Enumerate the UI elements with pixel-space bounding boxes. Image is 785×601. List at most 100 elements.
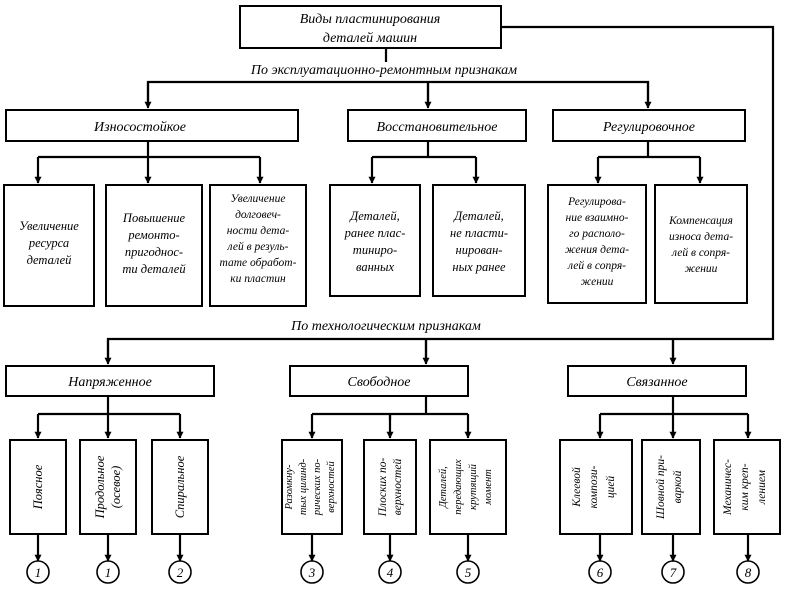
svg-text:варкой: варкой (671, 470, 684, 503)
root-node: Виды пластинирования деталей машин (239, 5, 502, 49)
svg-text:верхностей: верхностей (326, 460, 337, 512)
svg-text:ных ранее: ных ранее (452, 260, 506, 274)
svg-text:Клеевой: Клеевой (570, 467, 583, 508)
svg-text:жения дета-: жения дета- (565, 244, 629, 256)
reference-circle-6: 6 (588, 560, 612, 584)
svg-text:крутящий: крутящий (468, 463, 479, 509)
adjust-label: Регулировочное (602, 120, 695, 135)
svg-text:Поясное: Поясное (31, 464, 45, 510)
free-node: Свободное (289, 365, 469, 397)
stressed-node: Напряженное (5, 365, 215, 397)
svg-text:момент: момент (483, 469, 494, 506)
operational-header: По эксплуатационно-ремонтным признакам (250, 63, 517, 78)
restore-label: Восстановительное (377, 120, 498, 135)
reference-circle-7: 7 (661, 560, 685, 584)
adjust-children-connector (598, 141, 700, 159)
restore-child-2: Деталей, не пласти- нирован- ных ранее (432, 184, 526, 297)
adjust-node: Регулировочное (552, 109, 746, 142)
wear-node: Износостойкое (5, 109, 299, 142)
svg-text:ванных: ванных (356, 260, 394, 274)
svg-text:ности дета-: ности дета- (227, 225, 290, 237)
svg-text:долговеч-: долговеч- (235, 209, 281, 221)
free-label: Свободное (348, 375, 411, 390)
svg-text:лей в резуль-: лей в резуль- (227, 240, 289, 253)
stressed-children-connector (38, 396, 180, 416)
svg-text:4: 4 (387, 565, 394, 580)
svg-text:нирован-: нирован- (456, 243, 503, 257)
svg-text:го располо-: го располо- (569, 228, 625, 240)
svg-text:Повышение: Повышение (122, 211, 186, 225)
svg-text:ресурса: ресурса (28, 236, 69, 250)
bonded-label: Связанное (626, 375, 687, 390)
restore-children-connector (372, 141, 476, 159)
root-title-line-2: деталей машин (323, 31, 417, 46)
root-title-line-1: Виды пластинирования (300, 12, 441, 27)
svg-text:ти деталей: ти деталей (122, 262, 186, 276)
svg-text:Спиральное: Спиральное (173, 455, 187, 518)
reference-circle-3: 3 (300, 560, 324, 584)
adjust-child-2: Компенсация износа дета- лей в сопря- же… (654, 184, 748, 304)
svg-text:Шовной при-: Шовной при- (654, 455, 667, 520)
svg-text:Механичес-: Механичес- (722, 459, 734, 516)
reference-circle-1a: 1 (26, 560, 50, 584)
stressed-label: Напряженное (67, 375, 152, 390)
svg-text:(осевое): (осевое) (109, 466, 123, 509)
svg-text:не пласти-: не пласти- (450, 226, 508, 240)
bonded-children-connector (600, 396, 748, 416)
svg-text:рических по-: рических по- (312, 458, 323, 516)
wear-child-1: Увеличение ресурса деталей (3, 184, 95, 307)
restore-child-1: Деталей, ранее плас- тиниро- ванных (329, 184, 421, 297)
wear-child-3: Увеличение долговеч- ности дета- лей в р… (209, 184, 307, 307)
wear-children-connector (38, 141, 260, 159)
restore-node: Восстановительное (347, 109, 527, 142)
free-leaf-1: Разомкну- тых цилинд- рических по- верхн… (281, 439, 343, 535)
reference-circle-8: 8 (736, 560, 760, 584)
bonded-node: Связанное (567, 365, 747, 397)
bonded-leaf-3: Механичес- ким креп- лением (713, 439, 781, 535)
stressed-leaf-3: Спиральное (151, 439, 209, 535)
stressed-leaf-2: Продольное (осевое) (79, 439, 137, 535)
technological-header: По технологическим признакам (290, 319, 481, 334)
svg-text:тиниро-: тиниро- (353, 243, 397, 257)
svg-text:6: 6 (597, 565, 604, 580)
svg-text:тате обработ-: тате обработ- (220, 257, 297, 269)
svg-text:износа дета-: износа дета- (669, 231, 733, 243)
svg-text:8: 8 (745, 565, 752, 580)
stressed-leaf-1: Поясное (9, 439, 67, 535)
svg-text:Увеличение: Увеличение (19, 219, 79, 233)
svg-text:ким креп-: ким креп- (739, 463, 751, 510)
svg-text:Плоских по-: Плоских по- (377, 457, 389, 517)
svg-text:жении: жении (581, 276, 614, 288)
svg-text:пригоднос-: пригоднос- (125, 245, 183, 259)
svg-text:Деталей,: Деталей, (438, 466, 449, 509)
svg-text:лей в сопря-: лей в сопря- (671, 246, 730, 259)
svg-text:1: 1 (105, 565, 112, 580)
svg-text:тых цилинд-: тых цилинд- (298, 458, 309, 515)
reference-circle-5: 5 (456, 560, 480, 584)
svg-text:ки пластин: ки пластин (230, 273, 286, 285)
svg-text:Продольное: Продольное (93, 455, 107, 519)
wear-child-2: Повышение ремонто- пригоднос- ти деталей (105, 184, 203, 307)
svg-text:7: 7 (670, 565, 677, 580)
bonded-leaf-2: Шовной при- варкой (641, 439, 701, 535)
svg-text:Компенсация: Компенсация (668, 215, 733, 227)
svg-text:ранее плас-: ранее плас- (344, 226, 406, 240)
svg-text:цией: цией (604, 476, 617, 499)
svg-text:ние взаимно-: ние взаимно- (566, 212, 629, 224)
svg-text:5: 5 (465, 565, 472, 580)
svg-text:компози-: компози- (588, 465, 600, 508)
svg-text:деталей: деталей (27, 253, 73, 267)
svg-text:3: 3 (308, 565, 316, 580)
svg-text:Деталей,: Деталей, (453, 209, 503, 223)
connector-lines (34, 25, 775, 562)
svg-text:Увеличение: Увеличение (231, 193, 286, 205)
svg-text:Деталей,: Деталей, (349, 209, 399, 223)
free-leaf-3: Деталей, передающих крутящий момент (429, 439, 507, 535)
free-leaf-2: Плоских по- верхностей (363, 439, 417, 535)
svg-text:Разомкну-: Разомкну- (284, 464, 295, 511)
bonded-leaf-1: Клеевой компози- цией (559, 439, 633, 535)
reference-circle-2: 2 (168, 560, 192, 584)
wear-label: Износостойкое (93, 120, 186, 135)
reference-markers: 1 1 2 3 4 5 6 7 8 (26, 560, 760, 584)
svg-text:лением: лением (756, 469, 768, 505)
